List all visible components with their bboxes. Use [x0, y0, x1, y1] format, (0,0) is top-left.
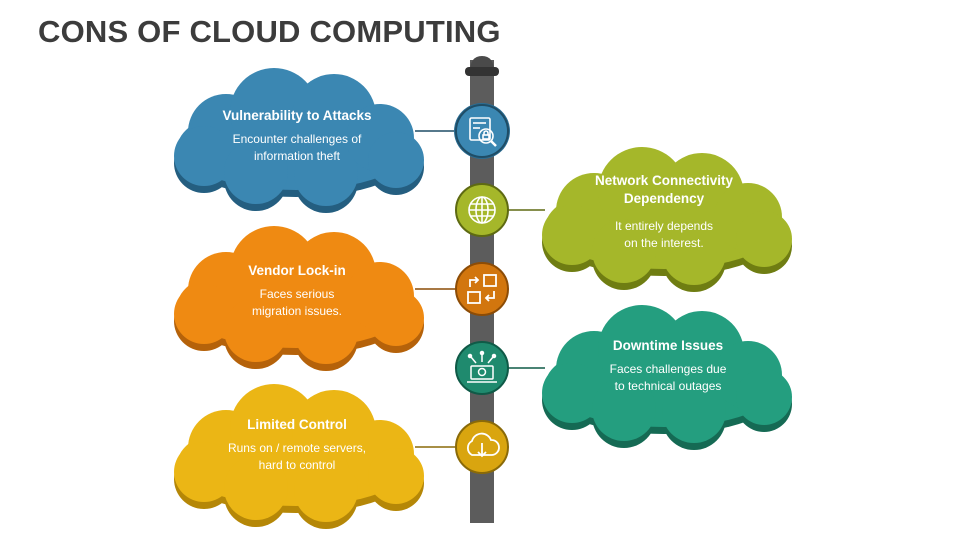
item-limited-control: Limited Control Runs on / remote servers… [214, 416, 380, 474]
item-heading: Vendor Lock-in [248, 263, 346, 278]
item-body: Faces challenges due to technical outage… [609, 362, 727, 393]
item-body: It entirely depends on the interest. [614, 219, 714, 250]
item-body: Runs on / remote servers, hard to contro… [227, 441, 367, 472]
transfer-arrows-icon [455, 262, 509, 316]
cloud-download-icon [455, 420, 509, 474]
security-monitor-icon [454, 103, 510, 159]
item-body: Encounter challenges of information thef… [232, 132, 362, 163]
laptop-settings-icon [455, 341, 509, 395]
item-vendor: Vendor Lock-in Faces serious migration i… [226, 262, 368, 320]
item-heading: Downtime Issues [612, 338, 724, 353]
item-body: Faces serious migration issues. [251, 287, 343, 318]
page-title: CONS OF CLOUD COMPUTING [38, 14, 501, 49]
item-heading: Network Connectivity Dependency [594, 173, 734, 206]
item-heading: Vulnerability to Attacks [222, 108, 372, 123]
item-downtime: Downtime Issues Faces challenges due to … [593, 337, 743, 395]
item-heading: Limited Control [247, 417, 347, 432]
item-vulnerability: Vulnerability to Attacks Encounter chall… [206, 107, 388, 165]
globe-icon [455, 183, 509, 237]
item-network: Network Connectivity Dependency It entir… [583, 172, 745, 252]
